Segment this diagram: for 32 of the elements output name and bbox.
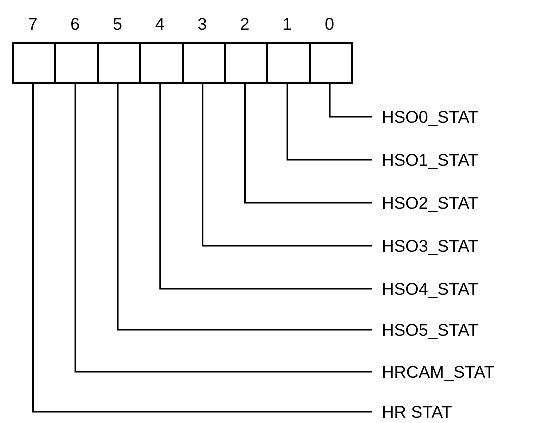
- signal-label: HSO2_STAT: [372, 192, 479, 214]
- bit-cell: [96, 42, 142, 84]
- signal-label: HSO3_STAT: [372, 235, 479, 257]
- bit-cell: [54, 42, 99, 84]
- bit-cell: [224, 42, 268, 84]
- bit-cell: [139, 42, 184, 84]
- signal-label: HSO0_STAT: [372, 106, 479, 128]
- bit-cell: [266, 42, 311, 84]
- connector-line: [286, 84, 372, 161]
- connector-line: [244, 84, 372, 204]
- connector-line: [160, 84, 372, 290]
- connector-line: [74, 84, 372, 373]
- connector-line: [202, 84, 372, 247]
- bit-number: 1: [282, 16, 292, 33]
- connector-line: [329, 84, 372, 118]
- bit-number: 6: [70, 16, 80, 33]
- bit-number: 3: [198, 16, 208, 33]
- signal-label: HSO1_STAT: [372, 149, 479, 171]
- connector-line: [117, 84, 372, 331]
- bit-number: 0: [325, 16, 334, 33]
- signal-label: HRCAM_STAT: [372, 361, 495, 383]
- bit-number: 4: [155, 16, 165, 33]
- bit-number: 2: [240, 16, 250, 33]
- bit-cell: [182, 42, 226, 84]
- signal-label: HR STAT: [372, 401, 452, 423]
- signal-label: HSO5_STAT: [372, 319, 479, 341]
- signal-label: HSO4_STAT: [372, 278, 479, 300]
- bit-number: 7: [28, 16, 38, 33]
- bit-cell: [12, 42, 56, 84]
- connector-line: [32, 84, 372, 413]
- bit-number: 5: [113, 16, 122, 33]
- bit-cell: [308, 42, 354, 84]
